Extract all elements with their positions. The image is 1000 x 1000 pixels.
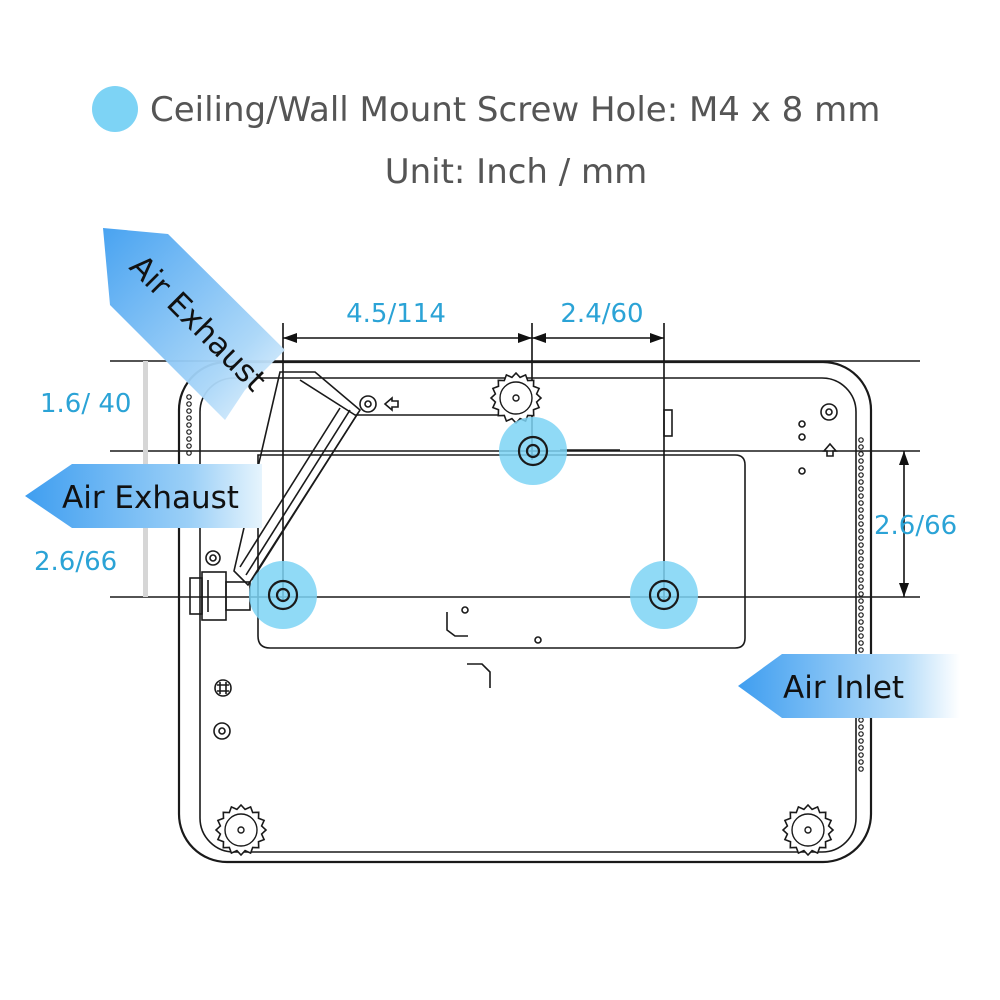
vent-hole [858, 570, 864, 576]
mount-hole-right [630, 561, 698, 629]
dim-top-left: 4.5/114 [346, 299, 446, 329]
vent-hole [186, 401, 192, 407]
legend-screw-hole-text: Ceiling/Wall Mount Screw Hole: M4 x 8 mm [150, 90, 880, 130]
mount-hole-left [249, 561, 317, 629]
small-arrow-up-icon [822, 442, 838, 457]
vent-hole [858, 577, 864, 583]
left-connector [189, 571, 251, 621]
vent-hole [858, 724, 864, 730]
foot-top [489, 371, 543, 425]
vent-hole [858, 556, 864, 562]
vent-hole [858, 738, 864, 744]
vent-hole [186, 429, 192, 435]
vent-hole [858, 507, 864, 513]
legend-unit-text: Unit: Inch / mm [385, 152, 648, 192]
vent-hole [858, 493, 864, 499]
vent-hole [858, 584, 864, 590]
vent-hole [186, 408, 192, 414]
small-screw-left-1 [205, 550, 221, 566]
vent-hole [186, 394, 192, 400]
vent-hole [186, 443, 192, 449]
small-screw-left-1-inner [209, 554, 217, 562]
small-screw-right-inner [825, 408, 833, 416]
vent-hole [858, 759, 864, 765]
dim-top-right: 2.4/60 [560, 299, 643, 329]
vent-hole [858, 521, 864, 527]
projector-outer-outline [177, 360, 873, 864]
small-screw-top-inner [364, 400, 372, 408]
vent-hole [858, 549, 864, 555]
corner-mark-2 [467, 663, 491, 688]
screw-hole-legend-dot [92, 86, 138, 132]
right-vent-holes [858, 437, 864, 772]
small-screw-left-2-inner [218, 727, 226, 735]
vent-hole [858, 486, 864, 492]
air-inlet-arrow: Air Inlet [738, 654, 960, 718]
side-tab [663, 409, 673, 437]
vent-hole [858, 563, 864, 569]
right-dimension-lines [899, 451, 909, 597]
top-dimension-lines [282, 323, 665, 600]
vent-hole [858, 458, 864, 464]
grid-screw-icon [214, 679, 232, 697]
vent-hole [858, 752, 864, 758]
foot-bottom-right [781, 803, 835, 857]
vent-hole [858, 745, 864, 751]
mount-hole-top [499, 417, 567, 485]
vent-hole [858, 514, 864, 520]
tiny-hole-4 [461, 606, 469, 614]
vent-hole [858, 633, 864, 639]
grid-screw-lines [217, 682, 229, 694]
small-screw-left-2 [213, 722, 231, 740]
vent-hole [858, 500, 864, 506]
dim-left-lower: 2.6/66 [34, 547, 117, 577]
small-arrow-left-icon [383, 396, 399, 412]
left-vent-holes [186, 394, 192, 456]
tiny-hole-1 [798, 420, 806, 428]
vent-hole [858, 605, 864, 611]
tiny-hole-3 [798, 467, 806, 475]
dim-left-upper: 1.6/ 40 [40, 389, 131, 419]
air-exhaust-left-label: Air Exhaust [62, 480, 239, 516]
vent-hole [858, 626, 864, 632]
vent-hole [858, 542, 864, 548]
vent-hole [858, 451, 864, 457]
vent-hole [186, 436, 192, 442]
vent-hole [858, 612, 864, 618]
dim-right-vertical: 2.6/66 [874, 511, 957, 541]
vent-hole [858, 535, 864, 541]
upper-channel [299, 379, 620, 451]
vent-hole [858, 591, 864, 597]
vent-hole [858, 717, 864, 723]
vent-hole [858, 528, 864, 534]
air-inlet-label: Air Inlet [783, 670, 904, 706]
tiny-hole-5 [534, 636, 542, 644]
projector-inner-outline [199, 377, 857, 853]
vent-hole [858, 766, 864, 772]
vent-hole [858, 437, 864, 443]
air-exhaust-left-arrow: Air Exhaust [25, 464, 262, 528]
vent-hole [858, 465, 864, 471]
vent-hole [858, 640, 864, 646]
diagonal-bracket [233, 371, 362, 587]
vent-hole [858, 472, 864, 478]
vent-hole [858, 647, 864, 653]
vent-hole [186, 415, 192, 421]
small-screw-top [359, 395, 377, 413]
vent-hole [858, 598, 864, 604]
vent-hole [858, 731, 864, 737]
foot-bottom-left [214, 803, 268, 857]
vent-hole [858, 619, 864, 625]
corner-mark-1 [446, 612, 468, 637]
tiny-hole-2 [798, 433, 806, 441]
vent-hole [186, 450, 192, 456]
vent-hole [858, 444, 864, 450]
small-screw-right [820, 403, 838, 421]
vent-hole [186, 422, 192, 428]
vent-hole [858, 479, 864, 485]
bottom-recess-panel [257, 454, 746, 649]
